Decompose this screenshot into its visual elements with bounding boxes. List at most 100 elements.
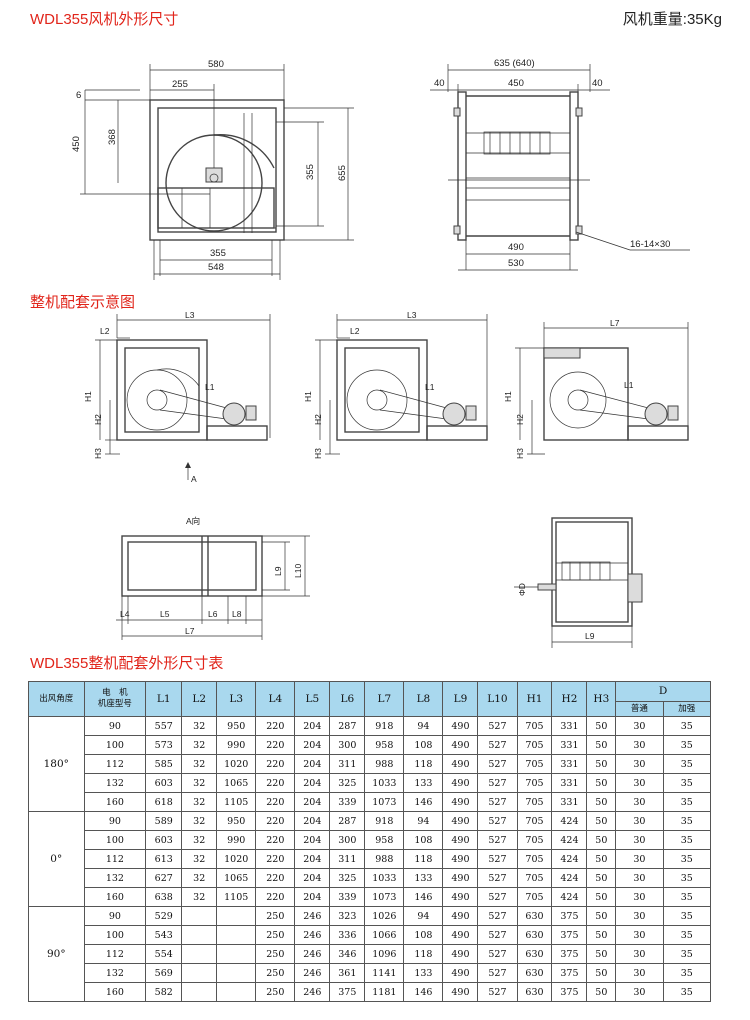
table-cell: 50 (586, 887, 617, 907)
table-cell: 557 (145, 716, 183, 736)
table-cell: 30 (615, 811, 664, 831)
front-dim-355h: 355 (210, 248, 226, 259)
table-cell: 346 (329, 944, 366, 964)
table-cell (216, 906, 257, 926)
table-cell: 50 (586, 944, 617, 964)
table-cell: 1026 (364, 906, 405, 926)
assembly-90: L7 L1 H1 H2 H3 (503, 318, 689, 459)
table-cell: 100 (83, 830, 147, 850)
table-cell: 424 (551, 849, 588, 869)
table-cell: 529 (145, 906, 183, 926)
table-cell: 336 (329, 925, 366, 945)
table-cell: 108 (403, 830, 444, 850)
table-cell: 527 (477, 906, 518, 926)
table-cell: 220 (255, 773, 296, 793)
table-cell: 30 (615, 944, 664, 964)
side-dim-40b: 40 (592, 78, 603, 89)
assembly-0: L3 L2 L1 H1 H2 H3 (303, 310, 488, 459)
table-cell: 30 (615, 849, 664, 869)
table-cell: 613 (145, 849, 183, 869)
table-cell: 118 (403, 754, 444, 774)
table-cell: 50 (586, 773, 617, 793)
asm1-L1: L1 (205, 382, 215, 392)
table-cell: 220 (255, 887, 296, 907)
table-cell: 204 (294, 735, 331, 755)
asm1-L2: L2 (100, 326, 110, 336)
table-cell: 554 (145, 944, 183, 964)
side-dim-490: 490 (508, 242, 524, 253)
table-cell: 35 (662, 906, 712, 926)
th-D-normal: 普通 (615, 701, 664, 717)
table-cell: 1181 (364, 982, 405, 1002)
table-cell: 50 (586, 754, 617, 774)
table-cell: 990 (216, 735, 257, 755)
table-cell: 30 (615, 982, 664, 1002)
front-dim-355v: 355 (305, 164, 316, 180)
asm3-H3: H3 (515, 448, 525, 459)
table-cell: 958 (364, 735, 405, 755)
table-cell: 108 (403, 925, 444, 945)
table-cell: 94 (403, 716, 444, 736)
table-cell: 32 (181, 849, 218, 869)
view-a-L6: L6 (208, 609, 218, 619)
assembly-title: 整机配套示意图 (30, 294, 136, 311)
table-cell: 287 (329, 811, 366, 831)
table-cell: 585 (145, 754, 183, 774)
table-cell: 220 (255, 716, 296, 736)
table-cell: 50 (586, 830, 617, 850)
table-cell: 527 (477, 944, 518, 964)
view-a: A向 L9 L10 L4 L5 L6 L8 L7 (116, 516, 310, 640)
table-cell: 204 (294, 849, 331, 869)
th-L2: L2 (181, 681, 218, 717)
table-cell: 705 (516, 773, 553, 793)
table-cell: 527 (477, 887, 518, 907)
spec-table: 出风角度 电 机机座型号 L1 L2 L3 L4 L5 L6 L7 L8 L9 … (28, 681, 712, 1002)
table-cell: 35 (662, 773, 712, 793)
table-cell: 527 (477, 773, 518, 793)
table-cell: 527 (477, 754, 518, 774)
table-cell: 30 (615, 963, 664, 983)
table-cell: 118 (403, 944, 444, 964)
th-L1: L1 (145, 681, 183, 717)
table-cell: 112 (83, 849, 147, 869)
table-cell: 1065 (216, 773, 257, 793)
table-cell: 220 (255, 792, 296, 812)
view-a-L7: L7 (185, 626, 195, 636)
table-cell: 988 (364, 849, 405, 869)
table-cell: 582 (145, 982, 183, 1002)
table-cell: 705 (516, 811, 553, 831)
front-dim-368: 368 (107, 129, 118, 145)
table-cell: 160 (83, 887, 147, 907)
side-shaft-phiD: ΦD (517, 583, 527, 596)
table-cell: 112 (83, 944, 147, 964)
table-cell: 1105 (216, 887, 257, 907)
table-cell: 424 (551, 830, 588, 850)
side-view: 635 (640) 40 450 40 490 530 16-14×30 (430, 58, 690, 271)
table-cell: 339 (329, 887, 366, 907)
side-dim-530: 530 (508, 258, 524, 269)
table-cell: 246 (294, 906, 331, 926)
table-cell: 490 (442, 773, 479, 793)
table-cell: 950 (216, 811, 257, 831)
table-cell: 630 (516, 963, 553, 983)
table-cell: 100 (83, 925, 147, 945)
table-cell: 133 (403, 868, 444, 888)
table-cell: 100 (83, 735, 147, 755)
asm2-H2: H2 (313, 414, 323, 425)
table-cell: 94 (403, 906, 444, 926)
view-a-L10: L10 (293, 564, 303, 578)
table-cell: 300 (329, 735, 366, 755)
table-cell: 638 (145, 887, 183, 907)
asm3-L1: L1 (624, 380, 634, 390)
th-L5: L5 (294, 681, 331, 717)
th-D-strong: 加强 (662, 701, 712, 717)
front-dim-450: 450 (71, 136, 82, 152)
table-cell: 424 (551, 811, 588, 831)
table-cell: 250 (255, 982, 296, 1002)
table-cell: 988 (364, 754, 405, 774)
